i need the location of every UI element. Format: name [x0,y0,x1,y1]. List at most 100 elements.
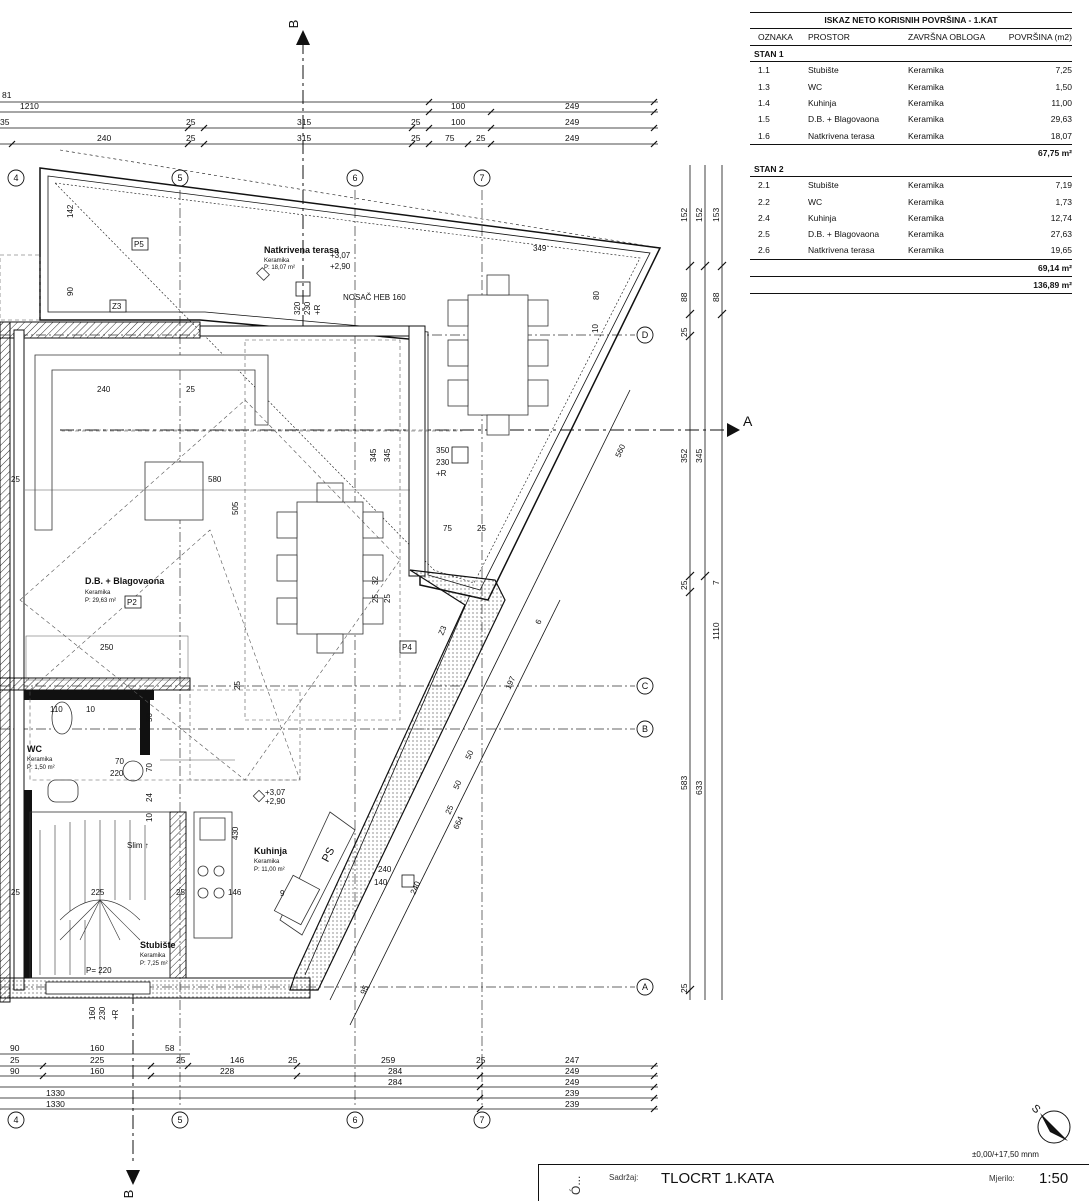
header-cell: OZNAKA [758,32,793,43]
dim-text: 90 [10,1066,20,1076]
cell: Keramika [908,180,944,191]
dim-text: 25 [679,580,689,590]
right-dimension-lines [689,165,723,1000]
dim-text: 315 [297,133,311,143]
dim-text: 1210 [20,101,39,111]
area-table-title: ISKAZ NETO KORISNIH POVRŠINA - 1.KAT [750,12,1072,29]
dim-text: 560 [614,442,628,458]
cell: D.B. + Blagovaona [808,229,880,240]
cell: 1.6 [758,130,770,141]
dim-text: 25 [476,133,486,143]
grid-label-d: D [642,330,649,340]
cell: Keramika [908,245,944,256]
dim-text: 152 [679,208,689,222]
tag-p5: P5 [134,240,144,249]
opening-r: +R [313,304,322,315]
tag-p2: P2 [127,598,137,607]
dim-text: 25 [679,983,689,993]
dim-text: 152 [694,208,704,222]
cell: 1.1 [758,65,770,76]
level-top: +3,07 [265,788,286,797]
dim-text: 6 [534,618,544,626]
grid-label-7: 7 [479,173,484,183]
right-dimension-text: 152 88 25 352 25 583 25 152 345 633 153 … [679,208,721,993]
opening-r: +R [436,469,447,478]
tags [109,237,417,654]
room-area-stairs: P: 7,25 m² [140,961,168,967]
diagonal-dimension [329,389,631,1026]
header-cell: ZAVRŠNA OBLOGA [908,32,986,43]
dim-text: 70 [145,763,154,772]
grid-label-a: A [642,982,648,992]
dim-text: 249 [565,117,579,127]
room-name-kitchen: Kuhinja [254,846,288,856]
beam-label: NOSAČ HEB 160 [343,293,406,302]
cell: 1,73 [1055,196,1072,207]
dim-text: 10 [145,813,154,822]
cell: 1.4 [758,98,770,109]
room-area-living: P: 29,63 m² [85,598,116,604]
dim-text: 250 [100,643,114,652]
dim-text: 100 [451,101,465,111]
dim-text: 220 [110,769,124,778]
bottom-dimension-lines [0,1053,658,1110]
opening-marker [401,874,415,888]
grid-bubble-labels-right: D C B A [642,330,649,992]
dim-text: 35 [0,117,10,127]
dim-text: 225 [90,1055,104,1065]
cell: Kuhinja [808,212,837,223]
grid-bubble-labels-top: 4 5 6 7 [13,173,484,183]
dim-text: 228 [220,1066,234,1076]
dim-text: 153 [711,208,721,222]
dim-text: 25 [477,524,486,533]
dim-text: 70 [115,757,124,766]
dim-text: 81 [2,90,12,100]
dim-text: 249 [565,101,579,111]
dim-text: 284 [388,1066,402,1076]
dashed-zones [0,254,463,781]
cell: 2.4 [758,212,770,223]
section-arrow-a [727,423,740,437]
dim-text: 90 [66,287,75,296]
dim-text: 110 [50,705,63,714]
cell: 27,63 [1050,229,1072,240]
grid-bubbles-right [636,326,654,996]
dim-text: 25 [476,1055,486,1065]
section-label-a: A [743,413,753,429]
cell: WC [808,196,823,207]
cell: D.B. + Blagovaona [808,114,880,125]
dim-text: 345 [694,449,704,463]
dim-text: 10 [591,324,600,333]
room-finish-kitchen: Keramika [254,859,280,865]
dim-text: 25 [444,804,456,816]
cell: Natkrivena terasa [808,245,875,256]
annotations: NOSAČ HEB 160 +3,07 +2,90 +3,07 +2,90 Sl… [86,251,450,1020]
grid-label-4: 4 [13,1115,18,1125]
dim-text: 50 [452,779,464,791]
dim-text: 1110 [711,622,721,640]
dim-text: 240 [97,385,111,394]
total-stan2: 69,14 m² [750,258,1072,276]
dim-text: 349 [533,244,547,253]
dim-text: 249 [565,133,579,143]
cell: Stubište [808,65,839,76]
tag-z3-facade: Z3 [437,624,449,637]
dim-text: 197 [504,674,518,690]
grid-label-b: B [642,724,648,734]
cell: Keramika [908,212,944,223]
area-table: ISKAZ NETO KORISNIH POVRŠINA - 1.KAT OZN… [750,12,1072,295]
level-top: +3,07 [330,251,351,260]
content-label: Sadržaj: [609,1173,639,1182]
opening-height: 230 [303,301,312,315]
dim-text: 146 [228,888,242,897]
dim-text: 75 [445,133,455,143]
grid-label-c: C [642,681,649,691]
cell: WC [808,81,823,92]
cell: 18,07 [1050,130,1072,141]
grid-label-4: 4 [13,173,18,183]
dim-text: 25 [11,475,20,484]
